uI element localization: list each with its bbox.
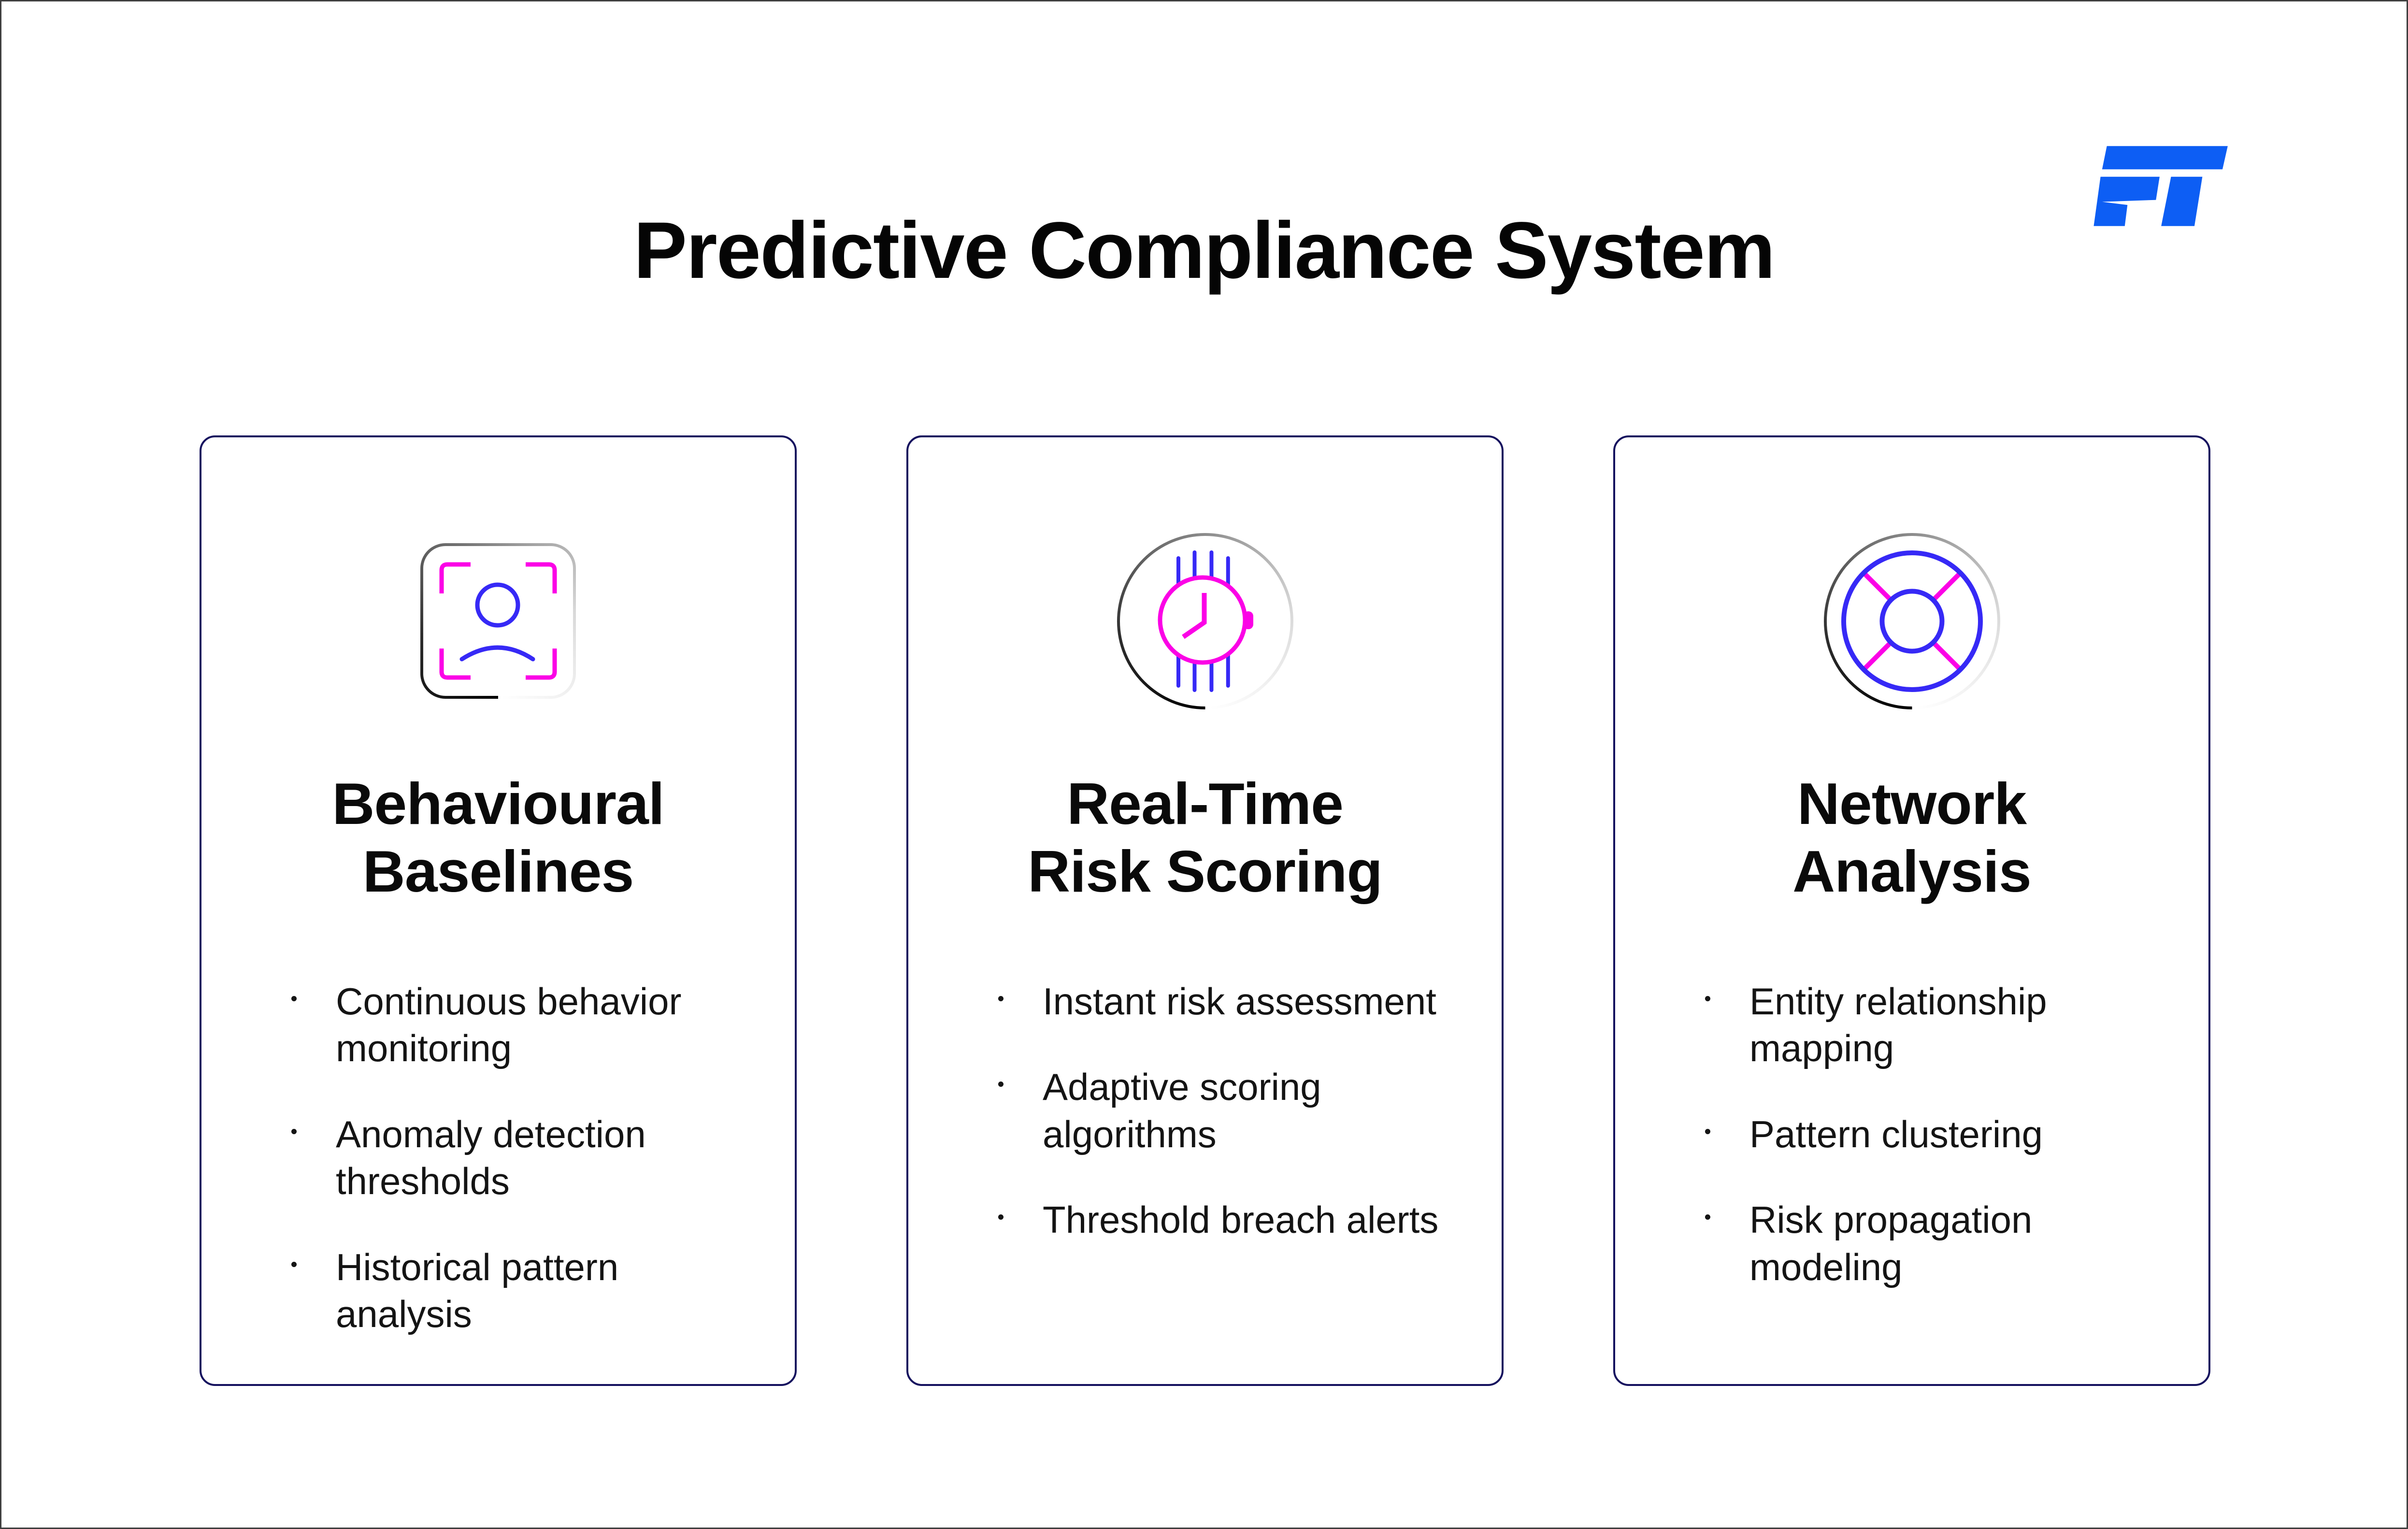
card-title: Behavioural Baselines xyxy=(332,771,664,905)
bullet-text: Adaptive scoring algorithms xyxy=(1043,1066,1321,1155)
person-head xyxy=(475,582,520,628)
bullet-text: Anomaly detection thresholds xyxy=(336,1112,646,1203)
scan-bracket-bottom-right xyxy=(526,649,557,680)
spoke xyxy=(1930,639,1964,673)
list-item: Historical pattern analysis xyxy=(291,1244,766,1338)
list-item: Instant risk assessment xyxy=(998,978,1473,1025)
icon-area xyxy=(201,529,795,713)
bullet-dot xyxy=(998,995,1003,1001)
list-item: Pattern clustering xyxy=(1705,1111,2179,1158)
bullet-text: Threshold breach alerts xyxy=(1043,1198,1439,1241)
list-item: Entity relationship mapping xyxy=(1705,978,2179,1072)
scan-bracket-bottom-left xyxy=(439,649,471,680)
bullet-text: Entity relationship mapping xyxy=(1749,980,2047,1070)
lifebuoy-icon xyxy=(1823,533,2000,709)
bullet-dot xyxy=(998,1214,1003,1220)
scan-bracket-top-right xyxy=(526,562,557,593)
list-item: Risk propagation modeling xyxy=(1705,1197,2179,1291)
bullet-dot xyxy=(291,1261,297,1267)
person-shoulders xyxy=(459,645,535,662)
spoke xyxy=(1930,569,1964,603)
spoke xyxy=(1860,569,1894,603)
bullet-dot xyxy=(998,1082,1003,1087)
bullet-dot xyxy=(291,995,297,1001)
bullet-text: Pattern clustering xyxy=(1749,1112,2043,1155)
watch-hands xyxy=(1181,592,1206,639)
inner-ring xyxy=(1879,589,1944,653)
bullet-dot xyxy=(1705,995,1710,1001)
icon-area xyxy=(908,529,1502,713)
bullet-dot xyxy=(291,1128,297,1134)
logo-f-body xyxy=(2093,176,2160,226)
face-scan-icon xyxy=(420,543,576,699)
page-title: Predictive Compliance System xyxy=(633,206,1775,295)
outer-ring xyxy=(1841,550,1983,692)
card-network-analysis: Network Analysis Entity relationship map… xyxy=(1613,435,2210,1386)
card-real-time-risk-scoring: Real-Time Risk Scoring Instant risk asse… xyxy=(906,435,1504,1386)
bullet-list: Continuous behavior monitoring Anomaly d… xyxy=(201,978,795,1338)
list-item: Continuous behavior monitoring xyxy=(291,978,766,1072)
scan-bracket-top-left xyxy=(439,562,471,593)
list-item: Anomaly detection thresholds xyxy=(291,1111,766,1205)
ft-logo xyxy=(2093,146,2228,226)
wrist-watch-icon xyxy=(1117,533,1293,709)
spoke xyxy=(1860,639,1894,673)
bullet-text: Historical pattern analysis xyxy=(336,1245,619,1336)
card-title: Real-Time Risk Scoring xyxy=(1028,771,1383,905)
bullet-dot xyxy=(1705,1214,1710,1220)
bullet-dot xyxy=(1705,1128,1710,1134)
icon-area xyxy=(1615,529,2208,713)
bullet-list: Instant risk assessment Adaptive scoring… xyxy=(908,978,1502,1244)
list-item: Threshold breach alerts xyxy=(998,1197,1473,1244)
logo-t-stem xyxy=(2161,176,2203,226)
bullet-list: Entity relationship mapping Pattern clus… xyxy=(1615,978,2208,1291)
list-item: Adaptive scoring algorithms xyxy=(998,1064,1473,1158)
card-title: Network Analysis xyxy=(1792,771,2032,905)
bullet-text: Instant risk assessment xyxy=(1043,980,1436,1023)
card-behavioural-baselines: Behavioural Baselines Continuous behavio… xyxy=(200,435,797,1386)
logo-top-bar xyxy=(2102,146,2228,170)
bullet-text: Risk propagation modeling xyxy=(1749,1198,2033,1288)
bullet-text: Continuous behavior monitoring xyxy=(336,980,682,1070)
